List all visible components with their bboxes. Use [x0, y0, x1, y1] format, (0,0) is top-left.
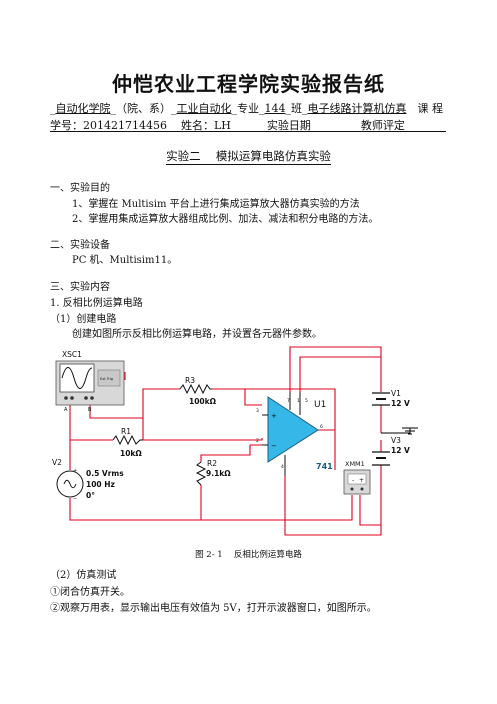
course-name: 电子线路计算机仿真	[307, 102, 407, 115]
step-2: ②观察万用表，显示输出电压有效值为 5V，打开示波器窗口，如图所示。	[50, 603, 377, 614]
channel-a-label: A	[64, 407, 68, 413]
battery-v3	[372, 451, 390, 466]
svg-text:+: +	[359, 477, 364, 484]
v1-label: V1	[391, 389, 401, 398]
content-sub1a-text: 创建如图所示反相比例运算电路，并设置各元器件参数。	[72, 329, 322, 340]
class-suffix: 班	[291, 102, 302, 115]
svg-text:4: 4	[281, 464, 284, 470]
equipment-text: PC 机、Multisim11。	[72, 255, 178, 266]
svg-text:5: 5	[305, 398, 308, 404]
content-sub1: 1. 反相比例运算电路	[50, 298, 143, 309]
svg-text:−: −	[271, 442, 277, 450]
purpose-item: 2、掌握用集成运算放大器组成比例、加法、减法和积分电路的方法。	[72, 214, 379, 225]
major-suffix: 专业	[237, 102, 259, 115]
multimeter-xmm1: - +	[343, 469, 371, 495]
resistor-r3	[179, 383, 212, 395]
v2-label: V2	[52, 458, 62, 467]
date-label: 实验日期	[266, 119, 311, 132]
v2-frequency: 100 Hz	[86, 480, 115, 489]
u1-label: U1	[314, 400, 326, 410]
experiment-title: 实验二 模拟运算电路仿真实验	[166, 149, 331, 165]
equipment-heading: 二、实验设备	[50, 240, 110, 251]
class-number: 144	[264, 102, 286, 115]
svg-text:3: 3	[256, 408, 259, 414]
college-suffix: （院、系）	[116, 102, 171, 115]
name-label: 姓名：	[180, 119, 214, 132]
svg-text:−: −	[73, 496, 77, 502]
red-wires	[69, 346, 382, 536]
svg-text:2: 2	[256, 438, 259, 444]
purpose-heading: 一、实验目的	[50, 183, 110, 194]
xmm1-label: XMM1	[345, 460, 365, 468]
course-suffix: 课 程	[417, 102, 444, 115]
page-title: 仲恺农业工程学院实验报告纸	[112, 72, 385, 96]
resistor-r2	[195, 461, 207, 486]
svg-text:-: -	[352, 477, 354, 484]
college: 自动化学院	[55, 102, 111, 115]
svg-text:6: 6	[320, 424, 323, 430]
teacher-label: 教师评定	[360, 119, 405, 132]
header-underline	[50, 131, 446, 132]
purpose-item: 1、掌握在 Multisim 平台上进行集成运算放大器仿真实验的方法	[72, 199, 360, 210]
v2-phase: 0°	[86, 491, 95, 500]
v2-vrms: 0.5 Vrms	[86, 469, 124, 478]
v1-value: 12 V	[391, 399, 410, 408]
student-id: 201421714456	[83, 119, 167, 132]
r2-label: R2	[207, 459, 217, 468]
content-sub1b: （2）仿真测试	[50, 570, 117, 581]
v3-value: 12 V	[391, 446, 410, 455]
student-id-label: 学号：	[50, 119, 83, 132]
r2-value: 9.1kΩ	[206, 469, 231, 478]
channel-b-label: B	[88, 407, 92, 413]
opamp-model: 741	[316, 462, 333, 471]
opamp-u1: + − 3 2 7 1 5 6 4	[256, 392, 323, 476]
svg-text:+: +	[73, 468, 77, 474]
major: 工业自动化	[176, 102, 232, 115]
svg-text:1: 1	[297, 398, 300, 404]
r3-value: 100kΩ	[189, 397, 217, 406]
oscilloscope-xsc1: Ext Trig	[55, 360, 125, 406]
resistor-r1	[112, 434, 143, 446]
r3-label: R3	[185, 376, 195, 385]
student-name: LH	[213, 119, 231, 132]
svg-text:+: +	[271, 412, 277, 420]
content-sub1a: （1）创建电路	[50, 314, 117, 325]
content-heading: 三、实验内容	[50, 282, 110, 293]
header-info-line2: 学号：201421714456 姓名：LH 实验日期 教师评定	[50, 117, 405, 133]
step-1: ①闭合仿真开关。	[50, 587, 130, 598]
r1-label: R1	[121, 427, 131, 436]
battery-v1	[372, 392, 390, 406]
r1-value: 10kΩ	[120, 449, 142, 458]
svg-text:7: 7	[287, 398, 290, 404]
ground-wire	[381, 427, 418, 435]
ext-trig-label: Ext Trig	[100, 377, 113, 381]
xsc1-label: XSC1	[62, 350, 82, 359]
figure-caption: 图 2- 1 反相比例运算电路	[195, 550, 302, 560]
v3-label: V3	[391, 436, 401, 445]
header-info-line1: _自动化学院_（院、系）_工业自动化_专业_144_班_电子线路计算机仿真 课 …	[50, 102, 444, 115]
